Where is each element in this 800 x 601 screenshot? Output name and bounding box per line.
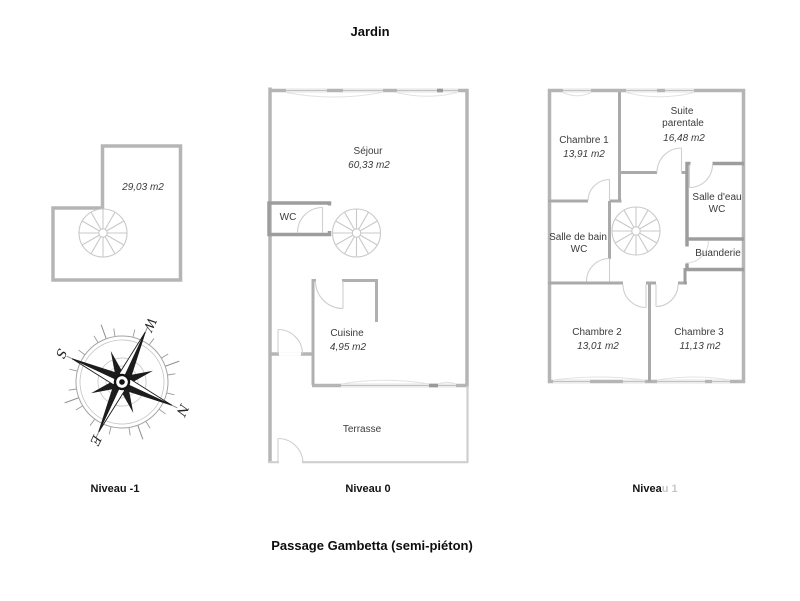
niveau-0-wc-walls: [267, 201, 332, 237]
niveau-0-floor: [269, 89, 468, 463]
room-area-niveau-minus1: 29,03 m2: [122, 182, 164, 193]
room-area-sejour: 60,33 m2: [348, 160, 390, 171]
niveau-0-windows-top: [285, 88, 458, 98]
room-label-salle-deau-wc: WC: [708, 204, 726, 215]
room-label-cuisine: Cuisine: [330, 328, 364, 339]
niveau-0-doors: [277, 206, 344, 464]
floorplan-niveau-1: [547, 88, 746, 384]
niveau-0-windows-facade: [340, 379, 457, 388]
room-label-buanderie: Buanderie: [695, 248, 741, 259]
spiral-staircase-niveau-minus1: [78, 208, 128, 258]
niveau-1-windows-top: [562, 88, 695, 98]
niveau-1-doors: [585, 147, 714, 309]
room-label-chambre-2: Chambre 2: [572, 327, 622, 338]
spiral-staircase-niveau-1: [611, 206, 661, 256]
room-area-chambre-2: 13,01 m2: [577, 341, 619, 352]
niveau-1-small-room-walls: [685, 161, 744, 272]
room-area-cuisine: 4,95 m2: [329, 342, 367, 353]
niveau-1-windows-bottom: [552, 376, 731, 384]
level-label-niveau-1-dark: Nivea: [632, 483, 662, 495]
jardin-label: Jardin: [350, 24, 390, 39]
passage-gambetta-label: Passage Gambetta (semi-piéton): [271, 538, 473, 553]
level-label-niveau-0: Niveau 0: [345, 483, 391, 495]
compass-letter-w: W: [139, 315, 159, 335]
room-label-wc-niveau-0: WC: [279, 212, 297, 223]
room-label-chambre-3: Chambre 3: [674, 327, 724, 338]
room-area-chambre-1: 13,91 m2: [563, 149, 605, 160]
room-label-suite-line2: parentale: [662, 118, 704, 129]
room-label-salle-de-bain-wc: WC: [570, 244, 588, 255]
floorplan-niveau-minus1: [51, 144, 183, 282]
compass-letter-e: E: [86, 432, 104, 448]
floorplan-niveau-0: [267, 87, 469, 464]
spiral-staircase-niveau-0: [331, 208, 382, 258]
level-label-niveau-1: Niveau 1: [632, 483, 677, 496]
compass-cardinal-points: [71, 331, 173, 433]
level-label-niveau-minus1: Niveau -1: [90, 483, 140, 495]
room-area-suite: 16,48 m2: [663, 133, 705, 144]
room-label-terrasse: Terrasse: [342, 424, 382, 435]
niveau-1-interior-walls: [548, 92, 688, 382]
room-label-suite: Suite: [670, 106, 694, 117]
room-label-chambre-1: Chambre 1: [559, 135, 609, 146]
compass-rose: N E S W: [52, 315, 192, 448]
room-label-salle-de-bain: Salle de bain: [549, 232, 607, 243]
niveau-0-terrasse-walls: [269, 386, 469, 464]
room-label-salle-deau: Salle d'eau: [692, 192, 742, 203]
compass-hub-dot: [119, 379, 125, 385]
level-label-niveau-1-light: u 1: [661, 483, 678, 495]
compass-letter-s: S: [52, 346, 69, 360]
room-label-sejour: Séjour: [353, 146, 383, 157]
room-area-chambre-3: 11,13 m2: [679, 341, 721, 352]
compass-letter-n: N: [172, 401, 191, 419]
